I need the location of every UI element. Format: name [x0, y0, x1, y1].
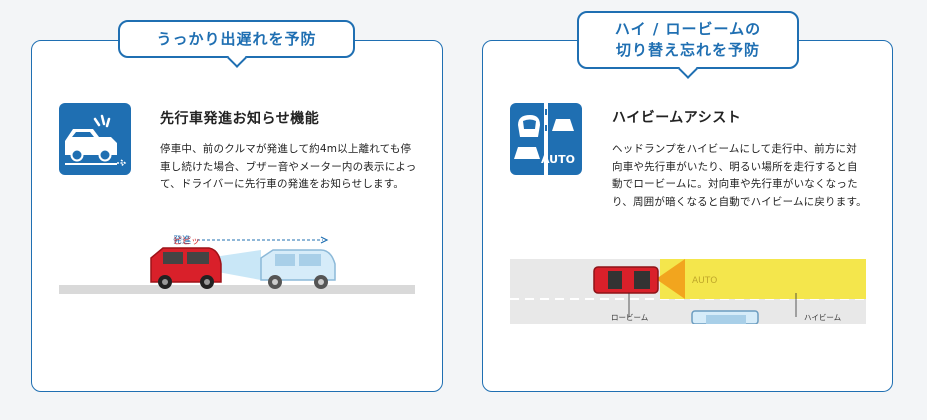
feature-title: 先行車発進お知らせ機能 [160, 111, 320, 127]
feature-bubble-start-alert: うっかり出遅れを予防 [118, 20, 355, 58]
feature-card-start-alert [31, 40, 443, 392]
feature-description: ヘッドランプをハイビームにして走行中、前方に対向車や先行車がいたり、明るい場所を… [612, 143, 867, 208]
car-start-alert-icon [59, 103, 131, 175]
feature-description: 停車中、前のクルマが発進して約4m以上離れても停車し続けた場合、ブザー音やメータ… [160, 143, 417, 190]
auto-label: AUTO [541, 153, 575, 166]
start-alert-illustration: 発進 ピピッ [59, 228, 415, 304]
low-beam-label: ロービーム [611, 313, 648, 322]
auto-beam-label: AUTO [692, 276, 717, 286]
beep-label: ピピッ [173, 236, 200, 247]
high-beam-assist-icon: AUTO [510, 103, 582, 175]
start-label: 発進 [173, 234, 191, 246]
feature-card-high-beam-assist [482, 40, 893, 392]
high-beam-label: ハイビーム [804, 313, 841, 322]
high-beam-illustration: AUTO ロービーム ハイビーム [510, 255, 866, 328]
feature-bubble-high-beam: ハイ / ロービームの 切り替え忘れを予防 [577, 11, 799, 69]
bubble-line-1: ハイ / ロービームの [614, 20, 762, 38]
bubble-text: うっかり出遅れを予防 [156, 30, 317, 48]
bubble-line-2: 切り替え忘れを予防 [615, 41, 760, 59]
feature-title: ハイビームアシスト [612, 110, 742, 126]
